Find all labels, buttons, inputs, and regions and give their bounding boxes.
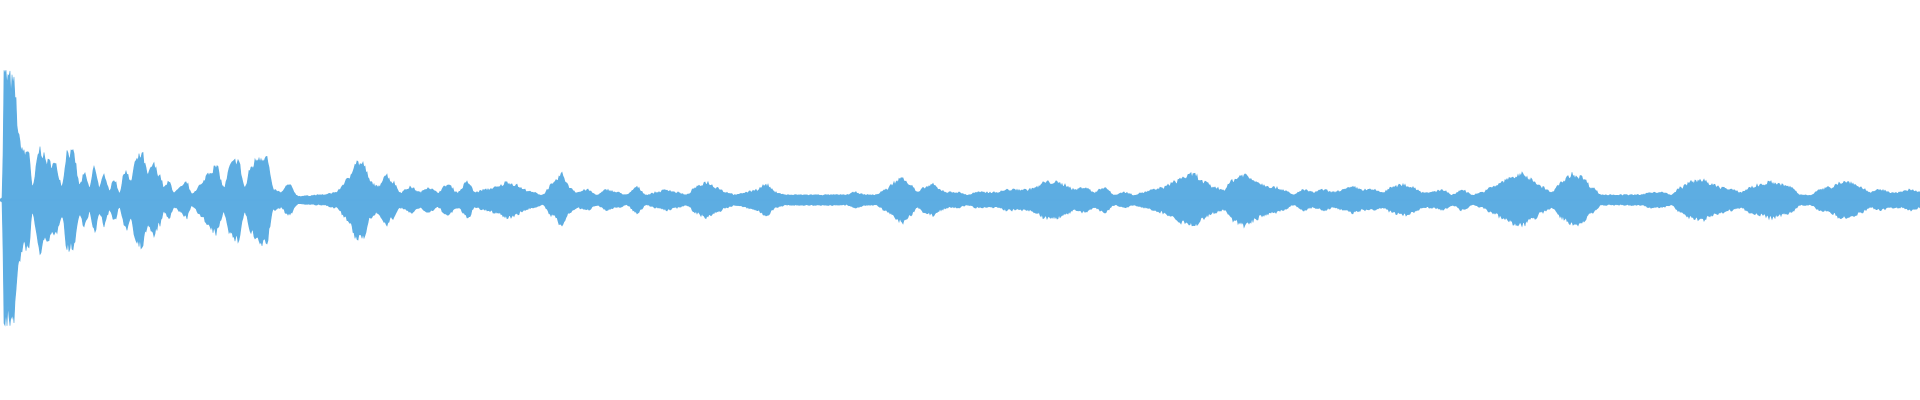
waveform-shape: [0, 70, 1920, 327]
